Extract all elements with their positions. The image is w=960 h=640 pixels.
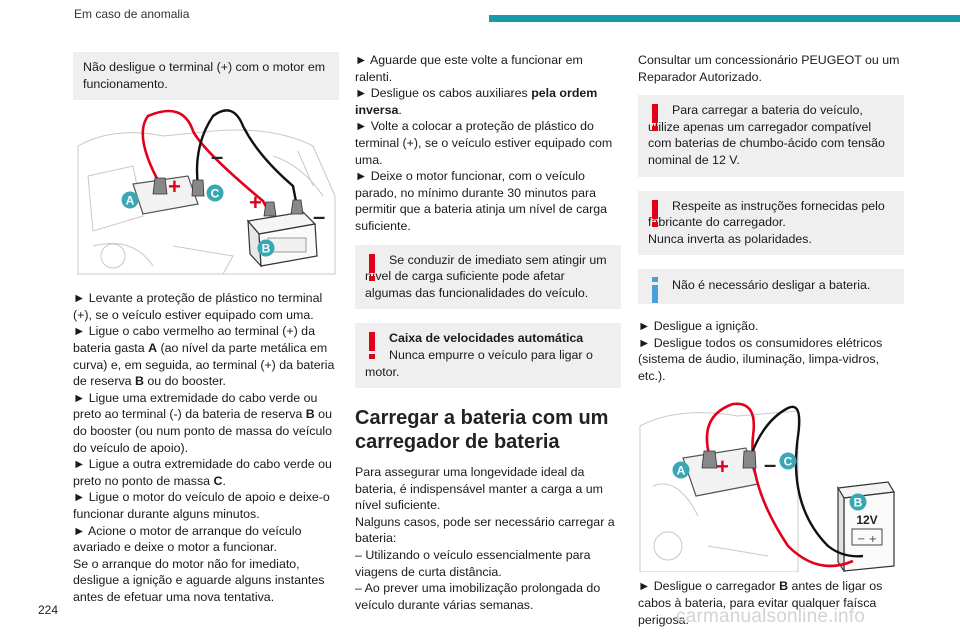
callout-c: C [206, 184, 224, 202]
plus-sign-1: + [168, 174, 181, 199]
callout-b: B [257, 239, 275, 257]
callout-a: A [672, 461, 690, 479]
warning-icon [652, 199, 658, 227]
column-1: Não desligue o terminal (+) com o motor … [73, 52, 339, 605]
callout-a: A [121, 191, 139, 209]
note-box: Não desligue o terminal (+) com o motor … [73, 52, 339, 101]
warning-box-charge-level: Se conduzir de imediato sem atingir um n… [355, 244, 621, 310]
step-connect-red: ► Ligue o cabo vermelho ao terminal (+) … [73, 324, 335, 389]
note-text: Não desligue o terminal (+) com o motor … [83, 60, 326, 91]
column-3: Consultar um concessionário PEUGEOT ou u… [638, 52, 904, 628]
warning-icon [652, 104, 658, 132]
battery-glyph: − + [857, 534, 877, 545]
battery-b [246, 211, 318, 268]
charger-voltage-label: 12V [856, 513, 877, 527]
step-run-engine: ► Deixe o motor funcionar, com o veículo… [355, 169, 608, 233]
step-replace-protection: ► Volte a colocar a proteção de plástico… [355, 119, 613, 167]
column-2: ► Aguarde que este volte a funcionar em … [355, 52, 621, 613]
warning-icon [369, 332, 375, 360]
warning-icon [369, 253, 375, 281]
header-section-title: Em caso de anomalia [74, 7, 190, 21]
intro-case-immobilization: – Ao prever uma imobilização prolongada … [355, 581, 601, 612]
info-icon [652, 277, 658, 304]
charger-figure: + – 12V − + A C B [638, 396, 904, 573]
info-box: Não é necessário desligar a bateria. [638, 269, 904, 304]
step-disconnect: ► Desligue os cabos auxiliares pela orde… [355, 86, 598, 117]
svg-text:C: C [211, 187, 220, 201]
svg-text:A: A [677, 464, 686, 478]
warning-title: Caixa de velocidades automática [389, 331, 584, 346]
intro-para: Para assegurar uma longevidade ideal da … [355, 465, 603, 513]
jump-start-figure: + – + – A C B [73, 106, 339, 276]
step-idle: ► Aguarde que este volte a funcionar em … [355, 53, 583, 84]
section-heading: Carregar a bateria com um carregador de … [355, 407, 609, 454]
step-ignition-off: ► Desligue a ignição. [638, 318, 759, 333]
intro-cases: Nalguns casos, pode ser necessário carre… [355, 514, 615, 546]
page-number: 224 [38, 603, 59, 617]
svg-text:C: C [784, 455, 793, 469]
svg-text:B: B [854, 496, 863, 510]
warning-box-automatic-gearbox: Caixa de velocidades automática Nunca em… [355, 323, 621, 389]
plus-sign: + [716, 454, 729, 479]
step-start-helper: ► Ligue o motor do veículo de apoio e de… [73, 490, 330, 521]
step-consumers-off: ► Desligue todos os consumidores elétric… [638, 335, 883, 383]
step-connect-black: ► Ligue uma extremidade do cabo verde ou… [73, 390, 332, 455]
minus-sign: – [764, 452, 776, 477]
dealer-text: Consultar um concessionário PEUGEOT ou u… [638, 53, 900, 84]
callout-c: C [779, 452, 797, 470]
step-disconnect-charger: ► Desligue o carregador B antes de ligar… [638, 579, 883, 627]
battery-a [132, 175, 199, 215]
callout-b: B [849, 493, 867, 511]
charger-b [837, 481, 895, 573]
header-accent-bar [489, 15, 960, 22]
svg-text:A: A [126, 194, 135, 208]
plus-sign-2: + [249, 190, 262, 215]
watermark: carmanualsonline.info [676, 606, 866, 627]
step-start-disabled: ► Acione o motor de arranque do veículo … [73, 523, 302, 555]
step-retry: Se o arranque do motor não for imediato,… [73, 556, 325, 604]
warning-box-charger-type: Para carregar a bateria do veículo, util… [638, 95, 904, 177]
step-connect-ground: ► Ligue a outra extremidade do cabo verd… [73, 457, 332, 488]
minus-sign-2: – [313, 204, 325, 229]
svg-text:B: B [262, 242, 271, 256]
step-lift-protection: ► Levante a proteção de plástico no term… [73, 291, 323, 322]
intro-case-short-trips: – Utilizando o veículo essencialmente pa… [355, 548, 591, 579]
minus-sign-1: – [211, 144, 223, 169]
warning-box-polarity: Respeite as instruções fornecidas pelo f… [638, 190, 904, 256]
